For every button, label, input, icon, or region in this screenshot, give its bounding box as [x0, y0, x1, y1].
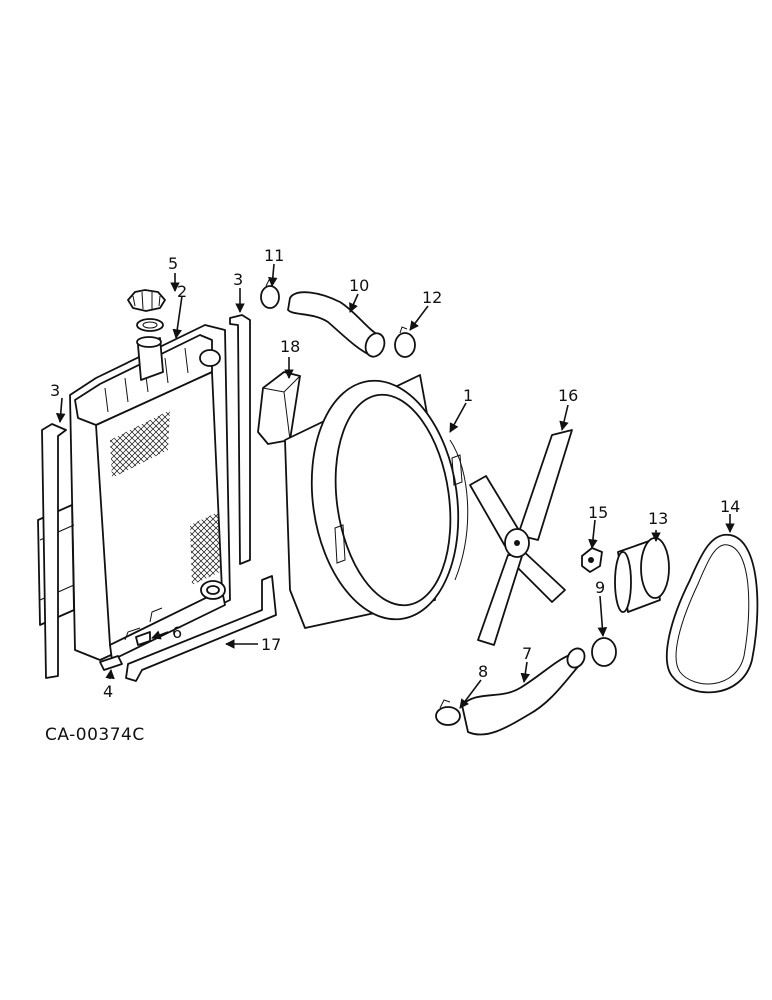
hose-clamp-lower-right	[591, 637, 617, 667]
seal-strip-left	[41, 423, 67, 679]
upper-hose	[287, 291, 386, 358]
callout-4: 4	[103, 682, 113, 701]
callout-18: 18	[280, 337, 300, 356]
callout-8: 8	[478, 662, 488, 681]
callout-3-right: 3	[233, 270, 243, 289]
callout-3-left: 3	[50, 381, 60, 400]
callout-7: 7	[522, 644, 532, 663]
callout-10: 10	[349, 276, 369, 295]
hose-clamp-upper-left	[260, 279, 280, 309]
radiator-cap	[127, 289, 166, 312]
radiator	[37, 318, 231, 661]
callout-15: 15	[588, 503, 608, 522]
lower-hose	[461, 647, 586, 736]
callout-12: 12	[422, 288, 442, 307]
callout-13: 13	[648, 509, 668, 528]
seal-strip-right	[229, 314, 251, 565]
foam-block	[257, 371, 301, 445]
callout-1: 1	[463, 386, 473, 405]
callout-5: 5	[168, 254, 178, 273]
fan-pulley	[614, 537, 670, 613]
hose-clamp-upper-right	[394, 326, 416, 358]
callout-6: 6	[172, 623, 182, 642]
fan-spacer	[581, 547, 603, 573]
fan-shroud	[284, 374, 469, 629]
callout-11: 11	[264, 246, 284, 265]
callout-17: 17	[261, 635, 281, 654]
seal-strip-lower	[125, 575, 277, 682]
drawing-code: CA-00374C	[45, 725, 145, 745]
leader-lines	[55, 263, 735, 709]
v-belt	[665, 533, 759, 694]
hose-clamp-lower-left	[435, 699, 461, 726]
callout-16: 16	[558, 386, 578, 405]
callout-14: 14	[720, 497, 740, 516]
mounting-pad	[99, 655, 123, 671]
callout-2: 2	[177, 282, 187, 301]
callout-9: 9	[595, 578, 605, 597]
fan	[469, 429, 573, 646]
drain-cock	[135, 631, 151, 646]
